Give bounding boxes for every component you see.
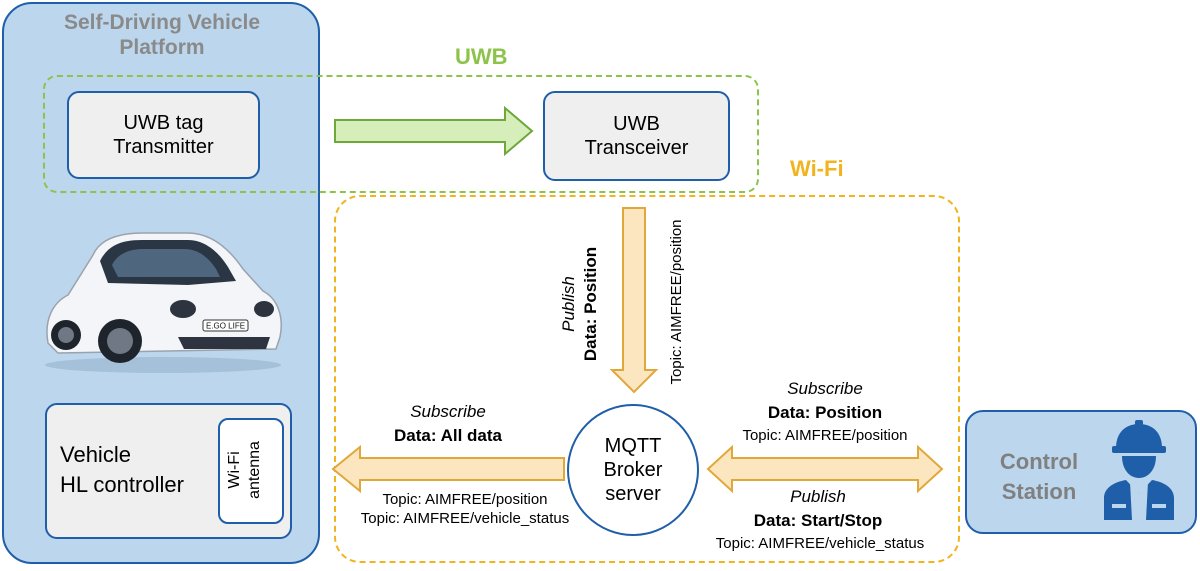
mqtt-broker-server: MQTT Broker server [567,404,699,536]
publish-startstop-action: Publish [790,487,846,506]
antenna-line2: antenna [246,441,263,499]
subscribe-all-data: Data: All data [393,426,502,445]
platform-title: Self-Driving Vehicle Platform [63,11,261,59]
publish-position-labels: Publish Data: Position [558,224,602,384]
worker-icon [1104,420,1174,520]
uwb-transceiver-line2: Transceiver [584,137,689,159]
broker-line3: server [605,483,661,505]
subscribe-position-topic: Topic: AIMFREE/position [742,427,908,444]
uwb-tag-transmitter: UWB tag Transmitter [67,91,260,179]
uwb-tag-line2: Transmitter [113,136,214,158]
subscribe-position-data: Data: Position [767,403,883,422]
wifi-antenna-box [218,418,284,524]
subscribe-all-topic2: Topic: AIMFREE/vehicle_status [360,510,570,527]
controller-label: Vehicle HL controller [60,440,184,500]
controller-line1: Vehicle [60,442,131,467]
controller-line2: HL controller [60,472,184,497]
uwb-tag-line1: UWB tag [123,112,204,134]
subscribe-all-topic1: Topic: AIMFREE/position [382,491,548,508]
publish-position-action: Publish [559,276,578,332]
wifi-zone-label: Wi-Fi [790,156,844,181]
uwb-transceiver: UWB Transceiver [543,91,730,181]
subscribe-position-action: Subscribe [787,379,863,398]
wifi-antenna-label: Wi-Fi antenna [225,420,265,520]
control-station-line2: Station [1001,479,1077,504]
subscribe-all-action: Subscribe [410,402,486,421]
car-plate: E.GO LIFE [206,322,245,331]
control-station-double-arrow [706,444,944,494]
uwb-arrow [334,105,534,157]
control-station-line1: Control [999,449,1079,474]
subscribe-all-arrow [331,444,565,494]
control-station-label: Control Station [980,447,1098,507]
publish-position-data: Data: Position [581,246,600,362]
broker-line2: Broker [603,459,663,481]
publish-position-topic: Topic: AIMFREE/position [668,219,685,385]
car-image: E.GO LIFE [45,232,282,373]
uwb-zone [43,75,759,193]
publish-position-arrow [609,207,659,394]
antenna-line1: Wi-Fi [226,451,243,489]
uwb-transceiver-line1: UWB [613,113,660,135]
publish-startstop-data: Data: Start/Stop [753,511,883,530]
broker-line1: MQTT [604,435,662,457]
wifi-zone [334,195,960,563]
publish-startstop-topic: Topic: AIMFREE/vehicle_status [715,535,925,552]
uwb-zone-label: UWB [455,44,508,69]
